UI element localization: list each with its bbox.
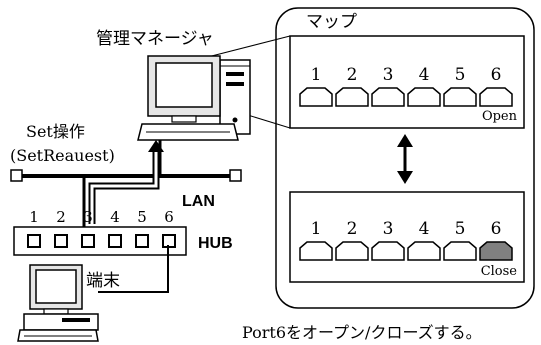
terminal-label: 端末 [86,271,120,291]
close-panel-port-numbers: 1 2 3 4 5 6 [311,219,502,239]
port-number: 1 [311,65,322,85]
open-port-icon [335,87,369,107]
open-port-icon [443,241,477,261]
hub-port-number: 3 [83,208,93,226]
terminal-computer-icon [17,264,99,342]
hub-port-number: 4 [110,208,120,226]
hub-port-icon [54,234,68,248]
map-panel-close [289,191,525,283]
port-number: 6 [491,65,502,85]
map-title: マップ [306,12,357,32]
open-port-icon [335,241,369,261]
hub-port-icon [81,234,95,248]
open-port-icon [299,87,333,107]
double-arrow-icon [397,134,413,184]
port-number: 2 [347,219,358,239]
hub-label: HUB [198,235,233,252]
open-state-label: Open [482,109,518,124]
hub-port-icon [135,234,149,248]
port-number: 5 [455,219,466,239]
hub-port-number: 5 [137,208,147,226]
open-port-icon [299,241,333,261]
closed-port-icon [479,241,513,261]
open-port-icon [371,241,405,261]
port-number: 4 [419,219,430,239]
lan-terminator-right [229,169,242,182]
hub-ports [27,234,176,248]
open-port-icon [479,87,513,107]
lan-label: LAN [182,193,215,210]
port-number: 4 [419,65,430,85]
map-container [275,7,535,309]
hub-port-number: 6 [164,208,174,226]
manager-computer-icon [137,55,251,141]
port-number: 1 [311,219,322,239]
port-number: 6 [491,219,502,239]
open-port-icon [371,87,405,107]
open-port-icon [443,87,477,107]
close-state-label: Close [481,264,518,279]
port-number: 3 [383,65,394,85]
hub-port-icon [108,234,122,248]
caption: Port6をオープン/クローズする。 [242,323,482,342]
port-number: 2 [347,65,358,85]
port-number: 3 [383,219,394,239]
set-request-path [88,140,164,224]
open-port-icon [407,87,441,107]
close-panel-ports [299,241,513,261]
hub-body [13,226,187,256]
open-port-icon [407,241,441,261]
terminal-cable [98,245,169,293]
open-panel-port-numbers: 1 2 3 4 5 6 [311,65,502,85]
map-panel-open [289,35,525,129]
hub-port-icon [27,234,41,248]
hub-port-number: 1 [29,208,39,226]
set-operation-request: (SetReauest) [10,146,115,165]
open-panel-ports [299,87,513,107]
manager-label: 管理マネージャ [96,29,214,49]
lan-terminator-left [10,169,23,182]
port-number: 5 [455,65,466,85]
hub-port-number: 2 [56,208,66,226]
set-operation-label: Set操作 [26,122,85,141]
